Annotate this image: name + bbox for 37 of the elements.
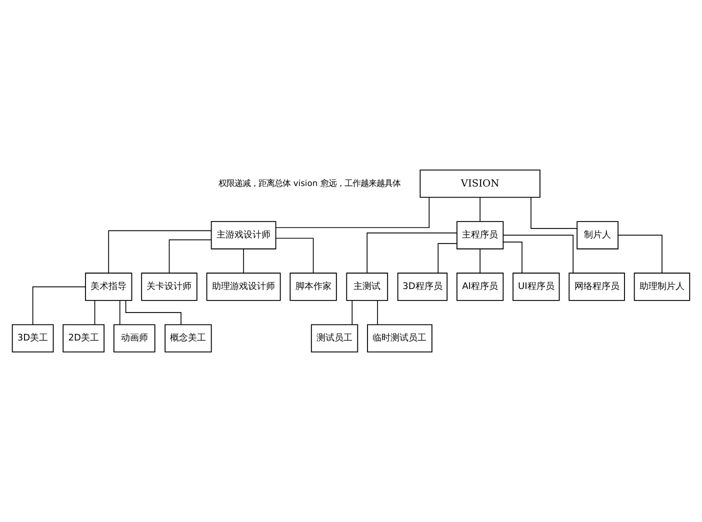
connector bbox=[366, 232, 458, 274]
node-box: 主程序员 bbox=[456, 221, 504, 250]
connector bbox=[502, 242, 522, 274]
connector bbox=[618, 234, 662, 274]
node-box: 网络程序员 bbox=[568, 272, 625, 301]
node-box: 2D美工 bbox=[62, 324, 105, 352]
node-box: 3D程序员 bbox=[397, 272, 448, 301]
node-box: 关卡设计师 bbox=[141, 272, 198, 301]
node-box: VISION bbox=[420, 170, 540, 198]
node-box: 制片人 bbox=[576, 221, 618, 250]
node-box: 美术指导 bbox=[85, 272, 132, 301]
connector bbox=[243, 248, 244, 274]
connector bbox=[377, 300, 378, 325]
node-box: 主游戏设计师 bbox=[210, 221, 276, 250]
node-box: 助理游戏设计师 bbox=[206, 272, 281, 301]
connector bbox=[352, 300, 353, 325]
connector bbox=[119, 300, 120, 325]
node-box: 测试员工 bbox=[310, 324, 358, 352]
node-box: AI程序员 bbox=[456, 272, 504, 301]
node-box: 3D美工 bbox=[12, 324, 54, 352]
connector bbox=[530, 196, 578, 229]
node-box: 脚本作家 bbox=[290, 272, 337, 301]
node-box: 动画师 bbox=[113, 324, 156, 352]
connector bbox=[502, 234, 574, 274]
node-box: 主测试 bbox=[346, 272, 388, 301]
connector bbox=[108, 230, 212, 274]
connector bbox=[168, 239, 212, 274]
connector bbox=[275, 196, 430, 228]
node-box: 概念美工 bbox=[164, 324, 212, 352]
connector bbox=[94, 300, 96, 325]
node-box: UI程序员 bbox=[512, 272, 560, 301]
node-box: 助理制片人 bbox=[634, 272, 690, 301]
node-box: 临时测试员工 bbox=[367, 324, 432, 352]
connector bbox=[32, 286, 86, 325]
label: 权限递减，距离总体 vision 愈远，工作越来越具体 bbox=[218, 178, 400, 188]
connector bbox=[438, 243, 458, 274]
connector bbox=[276, 238, 314, 274]
